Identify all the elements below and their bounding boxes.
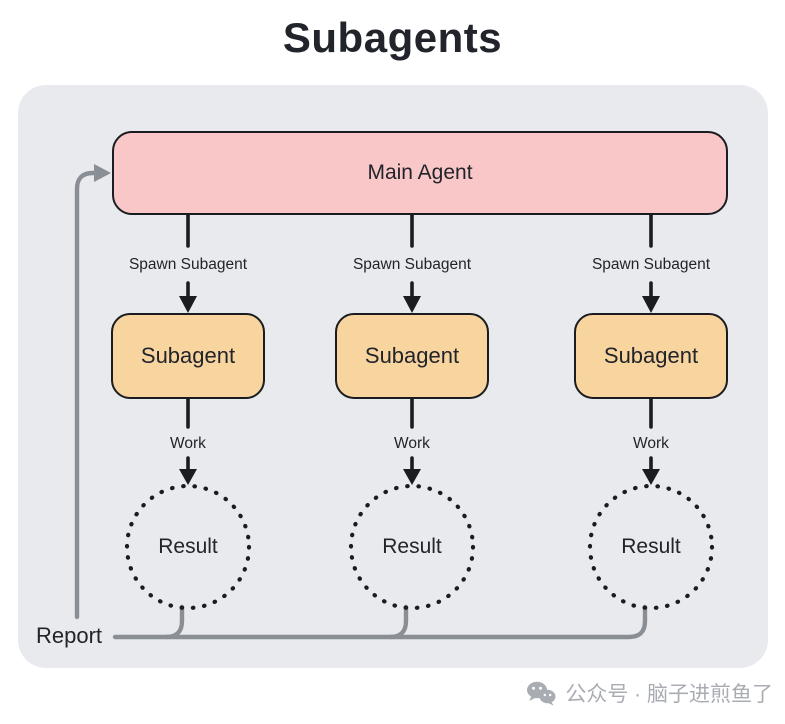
result-circle-1: [124, 483, 252, 611]
work-label-2: Work: [394, 435, 430, 452]
result-circle-3: [587, 483, 715, 611]
work-label-1: Work: [170, 435, 206, 452]
report-path: [74, 164, 648, 640]
subagent-label: Subagent: [140, 343, 236, 368]
subagent-node-2: Subagent: [335, 313, 489, 399]
collector-line: [112, 604, 648, 640]
subagent-label: Subagent: [364, 343, 460, 368]
wechat-icon: [527, 681, 556, 705]
watermark-text: 公众号 · 脑子进煎鱼了: [565, 683, 773, 706]
work-arrow-2: [403, 397, 421, 485]
watermark: 公众号 · 脑子进煎鱼了: [526, 678, 773, 708]
collector-branch-1: [163, 604, 185, 640]
result-label-2: Result: [382, 535, 442, 558]
work-arrow-3: [642, 397, 660, 485]
main-agent-node: Main Agent: [112, 131, 728, 215]
subagent-node-3: Subagent: [574, 313, 728, 399]
down-arrowhead-icon: [642, 296, 660, 313]
report-line-up: [74, 170, 99, 620]
result-label-3: Result: [621, 535, 681, 558]
page-title: Subagents: [282, 14, 503, 61]
down-arrowhead-icon: [403, 469, 421, 485]
main-agent-label: Main Agent: [367, 161, 473, 184]
subagent-node-1: Subagent: [111, 313, 265, 399]
report-label: Report: [36, 623, 103, 648]
down-arrowhead-icon: [179, 469, 197, 485]
result-circle-2: [348, 483, 476, 611]
spawn-subagent-label-2: Spawn Subagent: [352, 256, 472, 273]
down-arrowhead-icon: [642, 469, 660, 485]
subagent-label: Subagent: [603, 343, 699, 368]
spawn-subagent-label-1: Spawn Subagent: [128, 256, 248, 273]
down-arrowhead-icon: [403, 296, 421, 313]
diagram-canvas: Main Agent Subagent Subagent Subagent Sp…: [18, 85, 768, 668]
work-arrow-1: [179, 397, 197, 485]
spawn-arrow-3: [642, 213, 660, 313]
spawn-subagent-label-3: Spawn Subagent: [591, 256, 711, 273]
diagram-connectors: [74, 164, 715, 640]
down-arrowhead-icon: [179, 296, 197, 313]
collector-branch-2: [387, 604, 409, 640]
spawn-arrow-1: [179, 213, 197, 313]
work-label-3: Work: [633, 435, 669, 452]
result-label-1: Result: [158, 535, 218, 558]
spawn-arrow-2: [403, 213, 421, 313]
report-arrowhead-icon: [94, 164, 111, 182]
